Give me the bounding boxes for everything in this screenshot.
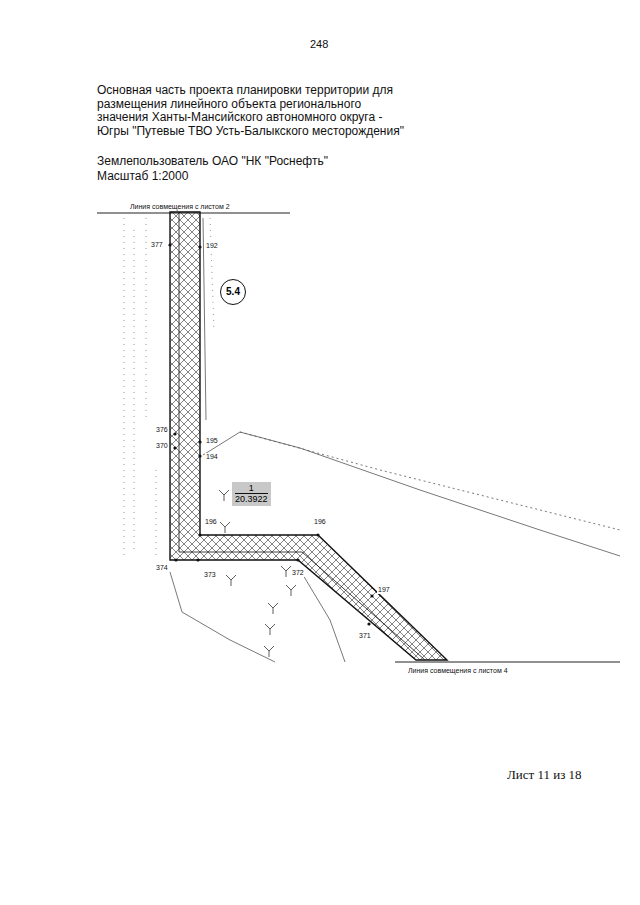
land-user: Землепользователь ОАО "НК "Роснефть": [97, 155, 328, 168]
corridor-band: [170, 212, 447, 660]
point-number: 370: [155, 442, 169, 450]
sheet-title: Основная часть проекта планировки террит…: [97, 84, 407, 138]
point-number: 194: [205, 453, 219, 461]
point-number: 197: [377, 586, 391, 594]
join-label: Линия совмещения с листом 4: [408, 667, 508, 675]
plot-area: 20.3922: [235, 494, 268, 504]
point-number: 195: [205, 437, 219, 445]
corridor-inner-line: [179, 212, 425, 660]
zone-number: 5.4: [226, 286, 240, 298]
sheet-counter: Лист 11 из 18: [507, 768, 582, 782]
scale-note: Масштаб 1:2000: [97, 170, 188, 183]
point-number: 377: [150, 241, 164, 249]
point-number: 196: [204, 518, 218, 526]
join-label: Линия совмещения с листом 2: [130, 203, 230, 211]
point-number: 372: [291, 569, 305, 577]
plot-label: 120.3922: [232, 482, 271, 506]
plot-number: 1: [235, 483, 268, 494]
point-number: 376: [155, 426, 169, 434]
point-number: 373: [203, 571, 217, 579]
zone-circle: 5.4: [220, 279, 246, 305]
page-number: 248: [310, 38, 328, 50]
point-number: 374: [155, 564, 169, 572]
terrain-line: [170, 218, 620, 662]
join-line: [395, 662, 620, 663]
point-number: 196: [313, 518, 327, 526]
boundary-point: [168, 243, 373, 625]
point-number: 371: [358, 632, 372, 640]
vegetation-symbol: [219, 490, 296, 657]
point-number: 192: [205, 242, 219, 250]
